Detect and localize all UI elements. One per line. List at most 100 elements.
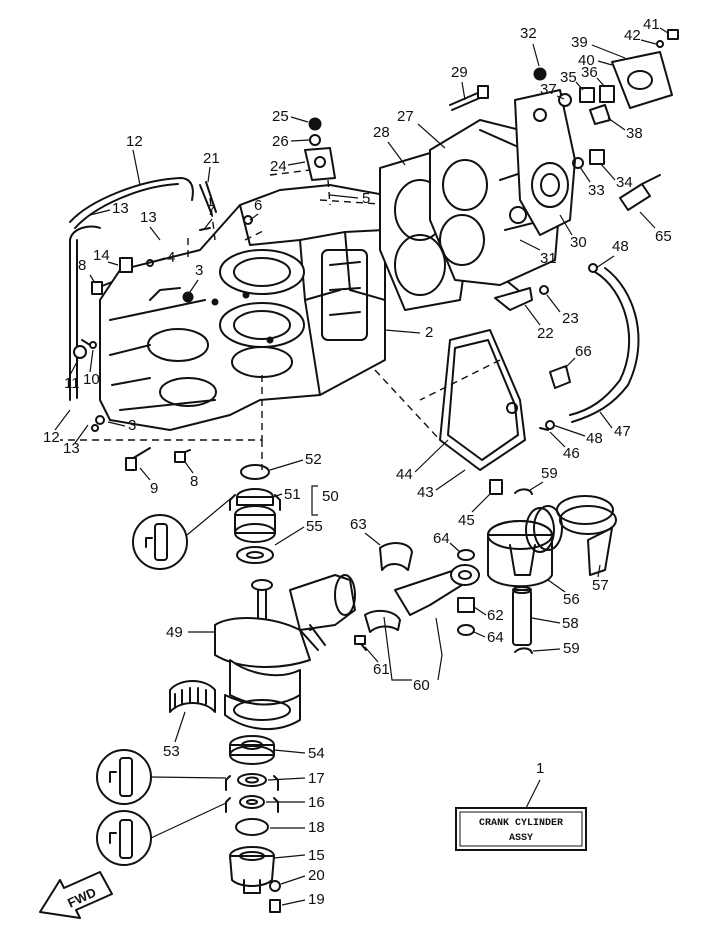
callout-19: 19: [281, 891, 325, 908]
seal-housing-15: [229, 846, 281, 913]
svg-text:48: 48: [612, 238, 629, 255]
callout-5: 5: [329, 190, 370, 207]
svg-text:23: 23: [562, 310, 579, 327]
callout-40: 40: [578, 52, 613, 69]
callout-11: 11: [64, 359, 80, 392]
forward-direction-arrow: FWD: [39, 871, 113, 919]
callout-12-upper: 12: [126, 133, 143, 186]
callout-8-lower: 8: [184, 461, 198, 490]
svg-text:54: 54: [308, 745, 325, 762]
svg-text:4: 4: [167, 249, 175, 266]
svg-text:12: 12: [126, 133, 143, 150]
callout-65: 65: [639, 211, 672, 245]
callout-50: 50: [311, 485, 339, 516]
svg-text:19: 19: [308, 891, 325, 908]
callout-13-a: 13: [89, 200, 129, 217]
svg-text:55: 55: [306, 518, 323, 535]
title-line-2: ASSY: [509, 833, 533, 844]
callout-34: 34: [599, 162, 633, 191]
callout-13-b: 13: [140, 209, 161, 241]
callout-53: 53: [163, 711, 186, 760]
svg-text:30: 30: [570, 234, 587, 251]
bracket-24: [304, 117, 336, 181]
svg-text:63: 63: [350, 516, 367, 533]
callout-8-upper: 8: [78, 257, 96, 284]
callout-41: 41: [643, 16, 669, 34]
callout-13-c: 13: [63, 424, 89, 457]
clips-59-64-62: [457, 488, 533, 654]
callout-3-upper: 3: [189, 262, 203, 293]
stud-21: [199, 181, 217, 216]
svg-text:57: 57: [592, 577, 609, 594]
svg-text:1: 1: [536, 760, 544, 777]
svg-text:44: 44: [396, 466, 413, 483]
svg-text:51: 51: [284, 486, 301, 503]
callout-7: 7: [204, 202, 215, 229]
svg-text:20: 20: [308, 867, 325, 884]
callout-6: 6: [249, 197, 262, 221]
bearing-53: [169, 680, 216, 713]
svg-text:58: 58: [562, 615, 579, 632]
svg-text:8: 8: [78, 257, 86, 274]
title-line-1: CRANK CYLINDER: [479, 818, 563, 829]
dowel-pin-detail-middle: [96, 749, 227, 805]
callout-38: 38: [607, 117, 643, 142]
callout-21: 21: [203, 150, 220, 183]
callout-14: 14: [93, 247, 119, 266]
callout-64-upper: 64: [433, 530, 461, 553]
assembly-guide-cover: [419, 359, 501, 401]
callout-42: 42: [624, 27, 657, 45]
hose-47: [545, 263, 640, 430]
callout-37: 37: [540, 81, 565, 100]
svg-text:6: 6: [254, 197, 262, 214]
hose-12: [69, 177, 194, 401]
callout-29: 29: [451, 64, 468, 101]
callout-59-lower: 59: [532, 640, 580, 657]
callout-60: 60: [383, 616, 443, 694]
svg-text:12: 12: [43, 429, 60, 446]
svg-text:28: 28: [373, 124, 390, 141]
dowel-pin-detail-bottom: [96, 802, 227, 866]
callout-16: 16: [266, 794, 325, 811]
callout-66: 66: [564, 343, 592, 369]
svg-text:59: 59: [563, 640, 580, 657]
head-cover-30: [514, 89, 576, 236]
connecting-rod-60: [354, 542, 480, 651]
svg-text:24: 24: [270, 158, 287, 175]
svg-text:5: 5: [362, 190, 370, 207]
callout-33: 33: [579, 166, 605, 199]
svg-text:2: 2: [425, 324, 433, 341]
callout-22: 22: [524, 304, 554, 342]
callout-9: 9: [139, 467, 158, 497]
svg-text:39: 39: [571, 34, 588, 51]
callout-4: 4: [151, 249, 175, 266]
svg-text:53: 53: [163, 743, 180, 760]
svg-text:8: 8: [190, 473, 198, 490]
callout-1: 1: [524, 760, 544, 811]
fittings-32-38: [533, 67, 615, 125]
callout-26: 26: [272, 133, 310, 150]
callout-15: 15: [273, 847, 325, 864]
svg-text:37: 37: [540, 81, 557, 98]
callout-61: 61: [364, 646, 390, 678]
callout-18: 18: [270, 819, 325, 836]
callout-3-lower: 3: [107, 417, 136, 434]
svg-text:32: 32: [520, 25, 537, 42]
callout-35: 35: [560, 69, 584, 91]
svg-text:9: 9: [150, 480, 158, 497]
callout-54: 54: [273, 745, 325, 762]
svg-text:50: 50: [322, 488, 339, 505]
svg-text:7: 7: [207, 202, 215, 219]
callout-56: 56: [547, 579, 580, 608]
callout-57: 57: [592, 564, 609, 594]
callout-43: 43: [417, 469, 466, 501]
svg-text:29: 29: [451, 64, 468, 81]
svg-text:13: 13: [140, 209, 157, 226]
callout-49: 49: [166, 624, 215, 641]
svg-text:10: 10: [83, 371, 100, 388]
callout-52: 52: [269, 451, 322, 471]
svg-text:34: 34: [616, 174, 633, 191]
callout-30: 30: [559, 214, 587, 251]
svg-text:48: 48: [586, 430, 603, 447]
